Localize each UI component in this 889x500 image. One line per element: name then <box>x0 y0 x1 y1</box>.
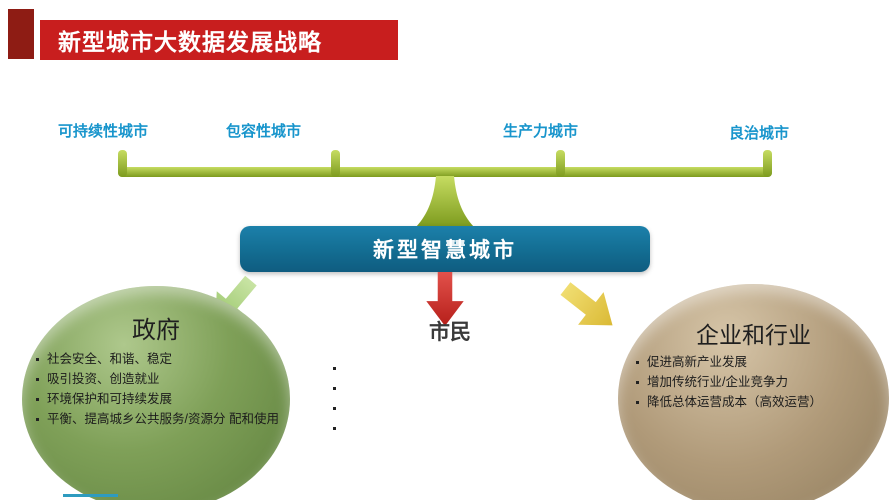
footer-line <box>63 494 118 497</box>
enterprise-bullets: 促进高新产业发展 增加传统行业/企业竞争力 降低总体运营成本（高效运营） <box>636 352 876 412</box>
page-title: 新型城市大数据发展战略 <box>58 29 322 55</box>
header-accent-bar <box>8 9 34 59</box>
bullet-icon <box>36 378 39 382</box>
bullet-icon <box>333 387 336 391</box>
bullet-icon <box>333 427 336 431</box>
government-ellipse <box>22 286 290 500</box>
list-item: 降低总体运营成本（高效运营） <box>636 392 876 412</box>
page-title-banner: 新型城市大数据发展战略 <box>40 20 398 60</box>
list-item: 平衡、提高城乡公共服务/资源分 配和使用 <box>36 409 288 429</box>
city-type-label-wellgoverned: 良治城市 <box>729 125 790 142</box>
government-title: 政府 <box>132 317 180 344</box>
bullet-icon <box>333 367 336 371</box>
smart-city-label: 新型智慧城市 <box>373 239 517 262</box>
bullet-icon <box>333 407 336 411</box>
list-item: 增加传统行业/企业竞争力 <box>636 372 876 392</box>
list-item <box>333 378 533 398</box>
list-item: 促进高新产业发展 <box>636 352 876 372</box>
government-bullets: 社会安全、和谐、稳定 吸引投资、创造就业 环境保护和可持续发展 平衡、提高城乡公… <box>36 349 288 429</box>
smart-city-box: 新型智慧城市 <box>240 226 650 272</box>
citizens-title: 市民 <box>429 321 471 344</box>
enterprise-ellipse <box>618 284 889 500</box>
bullet-icon <box>36 398 39 402</box>
list-item: 社会安全、和谐、稳定 <box>36 349 288 369</box>
bullet-icon <box>36 418 39 422</box>
bullet-icon <box>636 361 639 365</box>
city-type-label-sustainable: 可持续性城市 <box>58 123 149 140</box>
bullet-icon <box>636 381 639 385</box>
city-type-label-productive: 生产力城市 <box>503 123 579 140</box>
city-type-label-inclusive: 包容性城市 <box>226 123 302 140</box>
list-item: 环境保护和可持续发展 <box>36 389 288 409</box>
list-item: 吸引投资、创造就业 <box>36 369 288 389</box>
citizens-bullets <box>333 358 533 438</box>
arrow-to-citizens-icon <box>421 272 469 326</box>
list-item <box>333 398 533 418</box>
bullet-icon <box>636 401 639 405</box>
arrow-to-enterprise-icon <box>550 270 627 344</box>
list-item <box>333 358 533 378</box>
enterprise-title: 企业和行业 <box>696 322 811 348</box>
bullet-icon <box>36 358 39 362</box>
list-item <box>333 418 533 438</box>
